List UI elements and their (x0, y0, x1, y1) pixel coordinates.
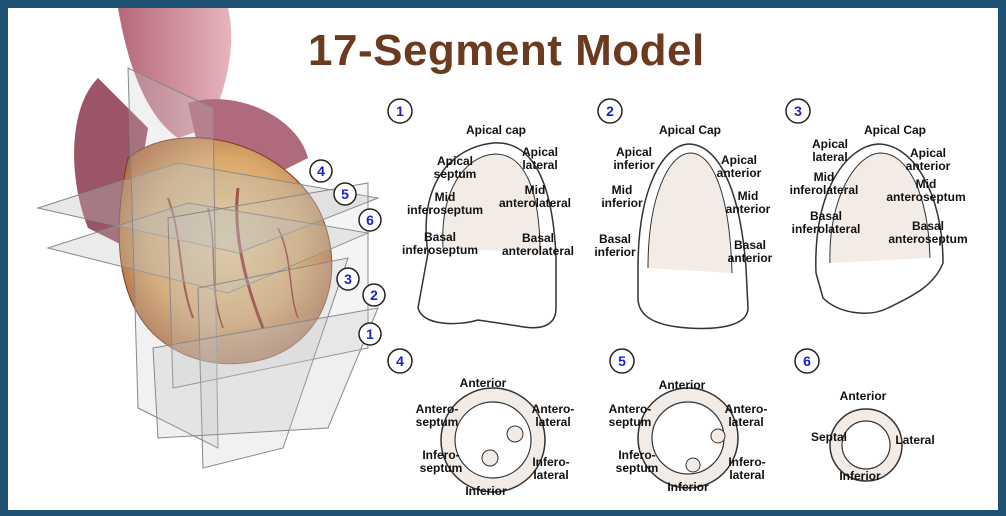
label-anterolateral: Antero- (532, 402, 575, 416)
label-inferior: Inferior (839, 469, 881, 483)
heart-illustration (38, 8, 378, 468)
label-apical-cap: Apical cap (466, 123, 526, 137)
label-anteroseptum: septum (609, 415, 652, 429)
label-mid-inferolateral: Mid (814, 170, 835, 184)
label-basal-anterior: Basal (734, 238, 766, 252)
label-anteroseptum: Antero- (416, 402, 459, 416)
label-inferolateral: Infero- (728, 455, 765, 469)
view-5-diagram: 5 Anterior Antero- septum Antero- latera… (609, 349, 768, 494)
label-anterolateral: lateral (535, 415, 570, 429)
plane-marker-label: 4 (317, 163, 325, 179)
label-basal-inferior: Basal (599, 232, 631, 246)
plane-marker-label: 6 (366, 212, 374, 228)
label-apical-anterior: anterior (717, 166, 762, 180)
label-basal-inferoseptum: Basal (424, 230, 456, 244)
plane-marker-label: 3 (344, 271, 352, 287)
diagram-canvas: 4 5 6 3 2 1 1 Apical cap Apical septum A… (8, 8, 998, 510)
label-apical-anterior: anterior (906, 159, 951, 173)
view-1-diagram: 1 Apical cap Apical septum Apical latera… (388, 99, 574, 328)
label-apical-cap: Apical Cap (864, 123, 926, 137)
label-basal-inferolateral: Basal (810, 209, 842, 223)
label-mid-anteroseptum: Mid (916, 177, 937, 191)
view-6-diagram: 6 Anterior Septal Lateral Inferior (795, 349, 935, 483)
label-basal-anterior: anterior (728, 251, 773, 265)
plane-marker-label: 2 (370, 287, 378, 303)
label-basal-inferoseptum: inferoseptum (402, 243, 478, 257)
label-mid-inferior: Mid (612, 183, 633, 197)
label-basal-inferolateral: inferolateral (792, 222, 861, 236)
label-mid-anteroseptum: anteroseptum (886, 190, 965, 204)
label-apical-lateral: Apical (522, 145, 558, 159)
label-anteroseptum: septum (416, 415, 459, 429)
label-anterolateral: Antero- (725, 402, 768, 416)
label-apical-lateral: Apical (812, 137, 848, 151)
short-axis-cavity (842, 421, 890, 469)
label-apical-septum: septum (434, 167, 477, 181)
view-2-diagram: 2 Apical Cap Apical inferior Apical ante… (594, 99, 772, 328)
label-inferoseptum: Infero- (422, 448, 459, 462)
view-marker-label: 1 (396, 103, 404, 119)
label-basal-anteroseptum: Basal (912, 219, 944, 233)
label-apical-lateral: lateral (812, 150, 847, 164)
label-mid-anterolateral: anterolateral (499, 196, 571, 210)
label-anteroseptum: Antero- (609, 402, 652, 416)
label-apical-inferior: inferior (613, 158, 655, 172)
view-marker-label: 6 (803, 353, 811, 369)
label-inferoseptum: Infero- (618, 448, 655, 462)
plane-marker-label: 1 (366, 326, 374, 342)
papillary-muscle (711, 429, 725, 443)
label-basal-anteroseptum: anteroseptum (888, 232, 967, 246)
view-3-diagram: 3 Apical Cap Apical lateral Apical anter… (786, 99, 968, 313)
label-apical-cap: Apical Cap (659, 123, 721, 137)
label-basal-anterolateral: anterolateral (502, 244, 574, 258)
view-marker-label: 2 (606, 103, 614, 119)
papillary-muscle (686, 458, 700, 472)
label-anterior: Anterior (840, 389, 887, 403)
papillary-muscle (482, 450, 498, 466)
label-inferolateral: lateral (533, 468, 568, 482)
plane-marker-label: 5 (341, 186, 349, 202)
label-septal: Septal (811, 430, 847, 444)
label-mid-anterolateral: Mid (525, 183, 546, 197)
label-anterior: Anterior (460, 376, 507, 390)
label-inferolateral: lateral (729, 468, 764, 482)
label-apical-septum: Apical (437, 154, 473, 168)
label-basal-inferior: inferior (594, 245, 636, 259)
label-mid-inferoseptum: inferoseptum (407, 203, 483, 217)
view-marker-label: 4 (396, 353, 404, 369)
view-marker-label: 5 (618, 353, 626, 369)
label-mid-inferior: inferior (601, 196, 643, 210)
slide-panel: 17-Segment Model (8, 8, 998, 510)
label-inferolateral: Infero- (532, 455, 569, 469)
label-inferior: Inferior (667, 480, 709, 494)
label-mid-anterior: Mid (738, 189, 759, 203)
papillary-muscle (507, 426, 523, 442)
label-mid-inferoseptum: Mid (435, 190, 456, 204)
label-lateral: Lateral (895, 433, 934, 447)
label-mid-inferolateral: inferolateral (790, 183, 859, 197)
label-apical-anterior: Apical (910, 146, 946, 160)
view-4-diagram: 4 Anterior Antero- septum Antero- latera… (388, 349, 574, 498)
view-marker-label: 3 (794, 103, 802, 119)
label-apical-lateral: lateral (522, 158, 557, 172)
label-anterolateral: lateral (728, 415, 763, 429)
label-apical-anterior: Apical (721, 153, 757, 167)
label-inferoseptum: septum (616, 461, 659, 475)
label-mid-anterior: anterior (726, 202, 771, 216)
label-inferior: Inferior (465, 484, 507, 498)
label-basal-anterolateral: Basal (522, 231, 554, 245)
label-apical-inferior: Apical (616, 145, 652, 159)
label-inferoseptum: septum (420, 461, 463, 475)
label-anterior: Anterior (659, 378, 706, 392)
